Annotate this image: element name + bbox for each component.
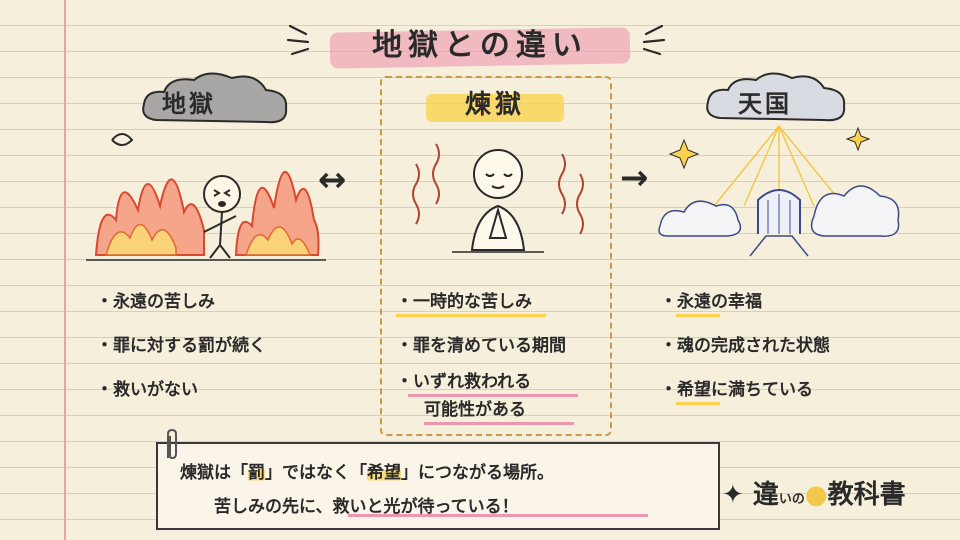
heaven-item-2: ・魂の完成された状態 [660, 336, 830, 356]
title-right-dashes [642, 24, 666, 56]
page-title: 地獄との違い [372, 28, 588, 63]
hell-heading: 地獄 [162, 90, 216, 118]
purgatory-item-4: 可能性がある [424, 400, 526, 420]
summary-note: 煉獄は「罰」ではなく「希望」につながる場所。 苦しみの先に、救いと光が待っている… [156, 428, 720, 530]
note-line-1-part-5: 」につながる場所。 [401, 463, 554, 483]
purgatory-frame [380, 76, 612, 436]
purgatory-praying-illustration [412, 143, 584, 253]
heaven-cloud-icon [706, 72, 846, 122]
logo: ✦ 違いの●教科書 [722, 474, 906, 511]
note-line-1-part-3: 」ではなく「 [265, 463, 367, 483]
purgatory-underline-3 [424, 422, 574, 425]
note-line-1: 煉獄は「罰」ではなく「希望」につながる場所。 [180, 458, 554, 483]
purgatory-underline-1 [396, 314, 546, 317]
hell-cloud-icon [142, 72, 288, 124]
heaven-gate-illustration [658, 125, 900, 257]
title-left-dashes [286, 24, 310, 56]
logo-part-2: いの [778, 492, 805, 507]
sparkle-icon: ✦ [722, 480, 744, 510]
note-keyword-hope: 希望 [367, 463, 401, 483]
purgatory-item-1: ・一時的な苦しみ [396, 292, 532, 312]
note-line-1-part-1: 煉獄は「 [180, 463, 248, 483]
purgatory-underline-2 [408, 394, 578, 397]
heaven-item-1: ・永遠の幸福 [660, 292, 762, 312]
right-arrow-icon: → [620, 158, 649, 198]
heaven-heading: 天国 [738, 90, 792, 118]
purgatory-item-3: ・いずれ救われる [396, 372, 532, 392]
note-keyword-punishment: 罰 [248, 463, 265, 483]
note-line-2: 苦しみの先に、救いと光が待っている！ [214, 497, 519, 517]
logo-part-1: 違 [752, 480, 779, 510]
double-arrow-icon: ↔ [318, 160, 347, 200]
purgatory-item-2: ・罪を清めている期間 [396, 336, 566, 356]
logo-part-3: 教科書 [827, 480, 906, 510]
note-underline [348, 514, 648, 517]
purgatory-heading-block: 煉獄 [420, 84, 570, 126]
hell-item-3: ・救いがない [96, 380, 198, 400]
hell-fire-illustration [86, 133, 326, 261]
purgatory-heading-highlight [426, 94, 564, 122]
paperclip-icon [167, 428, 177, 460]
heaven-underline-1 [676, 314, 720, 317]
heaven-item-3: ・希望に満ちている [660, 380, 813, 400]
heaven-underline-2 [676, 402, 720, 405]
hell-item-2: ・罪に対する罰が続く [96, 336, 266, 356]
lightbulb-icon: ● [804, 480, 828, 510]
purgatory-heading: 煉獄 [464, 90, 525, 120]
title-block: 地獄との違い [320, 22, 640, 70]
hell-item-1: ・永遠の苦しみ [96, 292, 215, 312]
